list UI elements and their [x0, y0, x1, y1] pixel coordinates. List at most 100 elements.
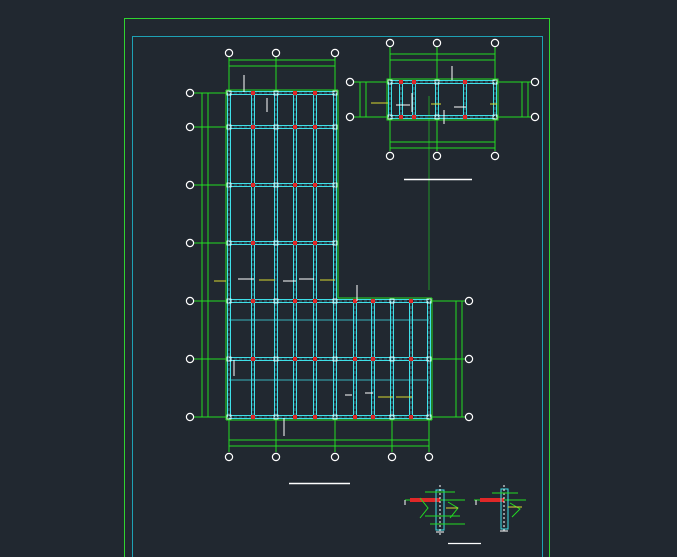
- main-plan-columns: [227, 91, 431, 419]
- column-node-icon: [388, 115, 392, 119]
- column-marker: [293, 299, 297, 303]
- column-marker: [313, 125, 317, 129]
- column-node-icon: [388, 80, 392, 84]
- column-marker: [412, 115, 416, 119]
- axis-bubble-icon: [186, 297, 193, 304]
- column-node-icon: [390, 299, 394, 303]
- column-marker: [251, 91, 255, 95]
- column-marker: [463, 80, 467, 84]
- section-detail-1[interactable]: [405, 485, 465, 535]
- axis-bubble-icon: [531, 78, 538, 85]
- column-marker: [293, 415, 297, 419]
- axis-bubble-icon: [186, 89, 193, 96]
- axis-bubble-icon: [186, 181, 193, 188]
- column-node-icon: [427, 357, 431, 361]
- column-node-icon: [333, 357, 337, 361]
- column-node-icon: [227, 91, 231, 95]
- axis-bubble-icon: [272, 453, 279, 460]
- secondary-floor-plan[interactable]: [346, 39, 538, 179]
- column-node-icon: [227, 125, 231, 129]
- column-node-icon: [274, 125, 278, 129]
- column-marker: [251, 415, 255, 419]
- column-marker: [313, 91, 317, 95]
- axis-bubble-icon: [388, 453, 395, 460]
- axis-bubble-icon: [272, 49, 279, 56]
- column-marker: [353, 415, 357, 419]
- axis-bubble-icon: [433, 39, 440, 46]
- column-marker: [409, 357, 413, 361]
- column-marker: [251, 299, 255, 303]
- column-marker: [313, 415, 317, 419]
- column-marker: [251, 183, 255, 187]
- secondary-plan-dimension-lines: [354, 47, 531, 151]
- column-node-icon: [227, 357, 231, 361]
- axis-bubble-icon: [491, 152, 498, 159]
- column-marker: [293, 183, 297, 187]
- sheet-inner-border: [133, 37, 543, 557]
- column-marker: [251, 241, 255, 245]
- column-node-icon: [333, 299, 337, 303]
- sheet-outer-border: [125, 19, 550, 557]
- column-marker: [293, 357, 297, 361]
- axis-bubble-icon: [331, 453, 338, 460]
- column-marker: [371, 299, 375, 303]
- column-marker: [251, 125, 255, 129]
- column-marker: [313, 357, 317, 361]
- column-node-icon: [493, 115, 497, 119]
- axis-bubble-icon: [386, 39, 393, 46]
- secondary-plan-annotations: [371, 66, 497, 124]
- axis-bubble-icon: [465, 355, 472, 362]
- column-marker: [399, 115, 403, 119]
- axis-bubble-icon: [531, 113, 538, 120]
- column-marker: [293, 91, 297, 95]
- column-marker: [412, 80, 416, 84]
- column-node-icon: [274, 357, 278, 361]
- column-marker: [353, 299, 357, 303]
- column-node-icon: [333, 183, 337, 187]
- column-node-icon: [333, 241, 337, 245]
- axis-bubble-icon: [491, 39, 498, 46]
- axis-bubble-icon: [346, 113, 353, 120]
- column-node-icon: [274, 183, 278, 187]
- axis-bubble-icon: [186, 123, 193, 130]
- column-marker: [371, 415, 375, 419]
- axis-bubble-icon: [465, 297, 472, 304]
- column-node-icon: [274, 91, 278, 95]
- column-node-icon: [435, 80, 439, 84]
- column-node-icon: [427, 415, 431, 419]
- axis-bubble-icon: [225, 453, 232, 460]
- column-node-icon: [274, 299, 278, 303]
- column-marker: [293, 241, 297, 245]
- column-node-icon: [274, 241, 278, 245]
- plan-outline: [387, 79, 498, 120]
- main-plan-dimension-lines: [194, 56, 466, 452]
- column-marker: [399, 80, 403, 84]
- column-node-icon: [435, 115, 439, 119]
- column-marker: [293, 125, 297, 129]
- column-node-icon: [493, 80, 497, 84]
- column-node-icon: [274, 415, 278, 419]
- column-marker: [313, 183, 317, 187]
- section-detail-2[interactable]: [474, 485, 526, 533]
- axis-bubble-icon: [386, 152, 393, 159]
- column-node-icon: [427, 299, 431, 303]
- axis-bubble-icon: [346, 78, 353, 85]
- axis-bubble-icon: [465, 413, 472, 420]
- main-plan-annotations: [214, 75, 412, 436]
- axis-bubble-icon: [225, 49, 232, 56]
- secondary-plan-axis-bubbles: [346, 39, 538, 159]
- main-plan-axis-bubbles: [186, 49, 472, 460]
- axis-bubble-icon: [186, 239, 193, 246]
- column-marker: [463, 115, 467, 119]
- column-node-icon: [227, 241, 231, 245]
- column-node-icon: [333, 91, 337, 95]
- column-marker: [251, 357, 255, 361]
- column-node-icon: [390, 357, 394, 361]
- column-marker: [313, 241, 317, 245]
- column-node-icon: [227, 299, 231, 303]
- main-floor-plan[interactable]: [186, 49, 472, 483]
- axis-bubble-icon: [425, 453, 432, 460]
- column-marker: [371, 357, 375, 361]
- main-plan-beams: [228, 92, 431, 419]
